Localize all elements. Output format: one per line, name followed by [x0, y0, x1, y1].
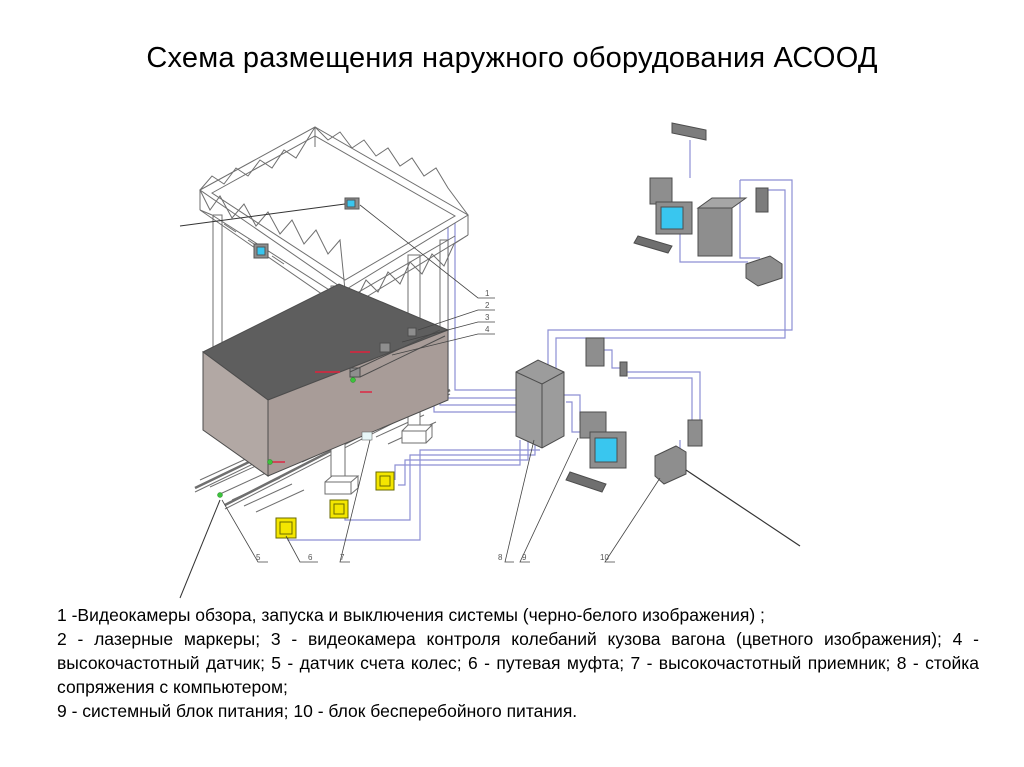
callout-4: 4 — [485, 325, 490, 334]
track-coupling-boxes — [275, 471, 395, 539]
column-base-right — [401, 424, 434, 444]
ups-cable — [685, 469, 801, 547]
speaker-upper — [755, 187, 769, 213]
callout-3: 3 — [485, 313, 490, 322]
column-base-front — [324, 475, 360, 495]
small-block — [649, 177, 673, 205]
callout-8: 8 — [498, 553, 503, 562]
coupling-box — [375, 471, 395, 491]
printer-upper — [745, 255, 783, 287]
callout-10: 10 — [600, 553, 609, 562]
legend-caption: 1 -Видеокамеры обзора, запуска и выключе… — [57, 603, 979, 723]
power-units — [565, 337, 703, 493]
page-title: Схема размещения наружного оборудования … — [146, 42, 878, 74]
legend-line-3: 9 - системный блок питания; 10 - блок бе… — [57, 701, 578, 721]
freight-wagon — [202, 283, 450, 477]
interface-rack — [515, 359, 565, 449]
callout-6: 6 — [308, 553, 313, 562]
coupling-box — [329, 499, 349, 519]
coupling-box — [275, 517, 297, 539]
small-plug — [619, 361, 628, 377]
callout-5: 5 — [256, 553, 261, 562]
small-tower — [585, 337, 605, 367]
vibration-camera-bracket — [349, 327, 446, 378]
callout-2: 2 — [485, 301, 490, 310]
callout-1: 1 — [485, 289, 490, 298]
equipment-layout-diagram: 1 2 3 4 5 6 7 8 9 10 — [179, 122, 801, 599]
keyboard-upper — [633, 235, 673, 254]
system-unit-upper — [697, 207, 733, 257]
callout-7: 7 — [340, 553, 345, 562]
overview-camera-top — [344, 197, 360, 210]
legend-line-2: 2 - лазерные маркеры; 3 - видеокамера ко… — [57, 629, 979, 697]
overview-camera-left — [253, 243, 269, 259]
upper-workstation — [633, 122, 783, 287]
callout-numbers: 1 2 3 4 5 6 7 8 9 10 — [256, 289, 609, 562]
legend-line-1: 1 -Видеокамеры обзора, запуска и выключе… — [57, 605, 765, 625]
tower-right — [687, 419, 703, 447]
callout-leaders — [221, 204, 661, 563]
keyboard-lower — [565, 471, 607, 493]
laser-markers — [270, 351, 372, 463]
high-frequency-sensors — [217, 377, 373, 498]
camera-view-line — [179, 203, 346, 227]
wagon-front — [267, 329, 449, 477]
callout-9: 9 — [522, 553, 527, 562]
wall-camera — [671, 122, 707, 141]
ups-unit — [654, 445, 687, 485]
leader-line-left — [179, 499, 221, 599]
